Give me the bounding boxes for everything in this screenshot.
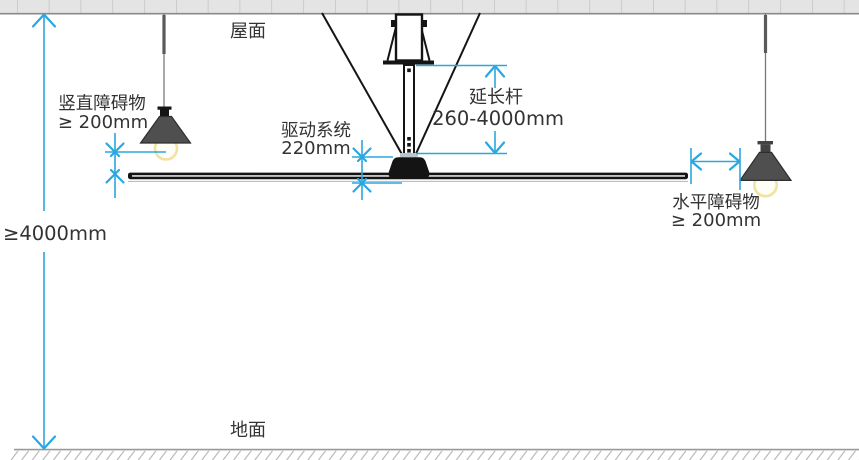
horizontal-obstacle-dimension (690, 148, 741, 190)
arrow-up-icon (484, 64, 506, 78)
horizontal-obstacle-label-line2: ≥ 200mm (671, 210, 761, 231)
rod-bolt (407, 137, 411, 141)
horizontal-obstacle-label-line1: 水平障碍物 (672, 193, 760, 213)
roof-label: 屋面 (230, 21, 266, 42)
rod-bolt (407, 143, 411, 147)
safety-cable-left (321, 12, 405, 158)
ground-hatching (10, 450, 859, 460)
left-lamp (139, 13, 192, 161)
fan-assembly (128, 12, 688, 182)
vertical-obstacle-label-line2: ≥ 200mm (58, 112, 148, 133)
extension-rod-label-line2: 260-4000mm (432, 107, 564, 130)
vertical-obstacle-label-line1: 竖直障碍物 (58, 94, 146, 114)
arrow-right-icon (728, 152, 741, 171)
extension-rod (403, 64, 415, 157)
lamp-socket-stem (160, 109, 169, 118)
vertical-obstacle-dimension (105, 133, 166, 198)
arrow-down-icon (31, 435, 57, 450)
mount-nub-left (391, 20, 396, 27)
mount-nub-right (422, 20, 427, 27)
ceiling-height-label: ≥4000mm (3, 222, 107, 245)
safety-cable-right (413, 12, 481, 158)
arrow-up-icon (31, 13, 57, 28)
lamp-socket-stem (760, 144, 771, 153)
ceiling-height-dimension (31, 13, 57, 450)
extension-rod-label-line1: 延长杆 (469, 87, 523, 108)
roof-ceiling (0, 0, 859, 15)
arrow-down-icon (484, 141, 506, 155)
arrow-left-icon (690, 152, 703, 171)
mount-box (394, 13, 424, 62)
rod-collar (400, 153, 418, 157)
arrow-up-icon (352, 177, 372, 193)
drive-system-label-line1: 驱动系统 (281, 121, 351, 141)
arrow-up-icon (105, 168, 125, 184)
drive-system-label-line2: 220mm (281, 138, 350, 159)
arrow-down-icon (352, 147, 372, 163)
right-lamp (738, 13, 793, 198)
lamp-socket (757, 141, 773, 145)
arrow-down-icon (105, 142, 125, 158)
mounting-plate (383, 60, 434, 65)
ground (10, 448, 859, 460)
drive-system-dimension (352, 140, 402, 200)
drive-hub (388, 157, 430, 178)
ceiling-panel-seams (0, 0, 859, 13)
lamp-shade-icon (738, 151, 793, 181)
extension-rod-dimension (416, 64, 507, 155)
lamp-socket (157, 106, 172, 110)
ground-label: 地面 (230, 420, 266, 441)
lamp-shade-icon (139, 115, 192, 144)
rod-bolt (407, 149, 411, 153)
rod-bolt (407, 68, 411, 73)
